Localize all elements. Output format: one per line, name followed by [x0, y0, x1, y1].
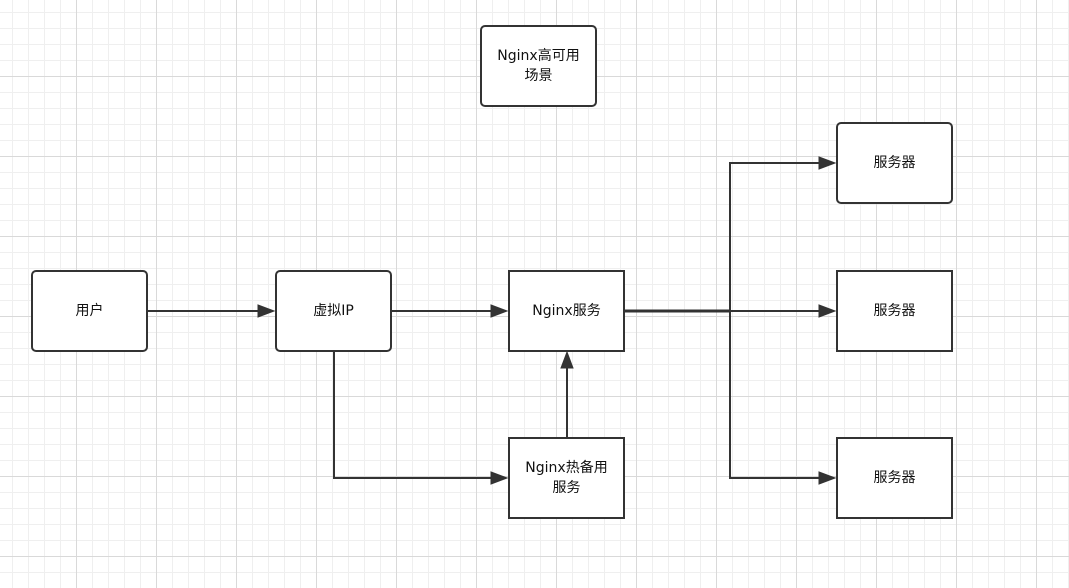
arrowhead-user-to-virtual-ip [257, 304, 276, 318]
edge-nginx-service-to-server-1 [729, 162, 823, 311]
node-user: 用户 [31, 270, 148, 352]
arrowhead-virtual-ip-to-nginx-service [490, 304, 509, 318]
node-server-2: 服务器 [836, 270, 953, 352]
diagram-title-box: Nginx高可用场景 [480, 25, 597, 107]
edge-nginx-service-to-server-3 [729, 311, 823, 479]
diagram-title: Nginx高可用场景 [497, 48, 580, 84]
node-server-2-label: 服务器 [873, 303, 916, 319]
node-server-3: 服务器 [836, 437, 953, 519]
node-server-1-label: 服务器 [873, 155, 916, 171]
node-virtual-ip: 虚拟IP [275, 270, 392, 352]
node-nginx-service: Nginx服务 [508, 270, 625, 352]
node-user-label: 用户 [75, 303, 104, 319]
arrowhead-nginx-service-to-server-1 [818, 156, 837, 170]
edge-virtual-ip-to-nginx-standby [333, 352, 495, 479]
arrowhead-virtual-ip-to-nginx-standby [490, 471, 509, 485]
arrowhead-nginx-service-to-server-2 [818, 304, 837, 318]
node-server-3-label: 服务器 [873, 470, 916, 486]
node-nginx-standby-label: Nginx热备用服务 [525, 460, 608, 496]
arrowhead-nginx-standby-to-nginx-service [560, 350, 574, 369]
node-nginx-standby: Nginx热备用服务 [508, 437, 625, 519]
node-virtual-ip-label: 虚拟IP [313, 303, 354, 319]
arrowhead-nginx-service-to-server-3 [818, 471, 837, 485]
node-server-1: 服务器 [836, 122, 953, 204]
node-nginx-service-label: Nginx服务 [532, 303, 601, 319]
